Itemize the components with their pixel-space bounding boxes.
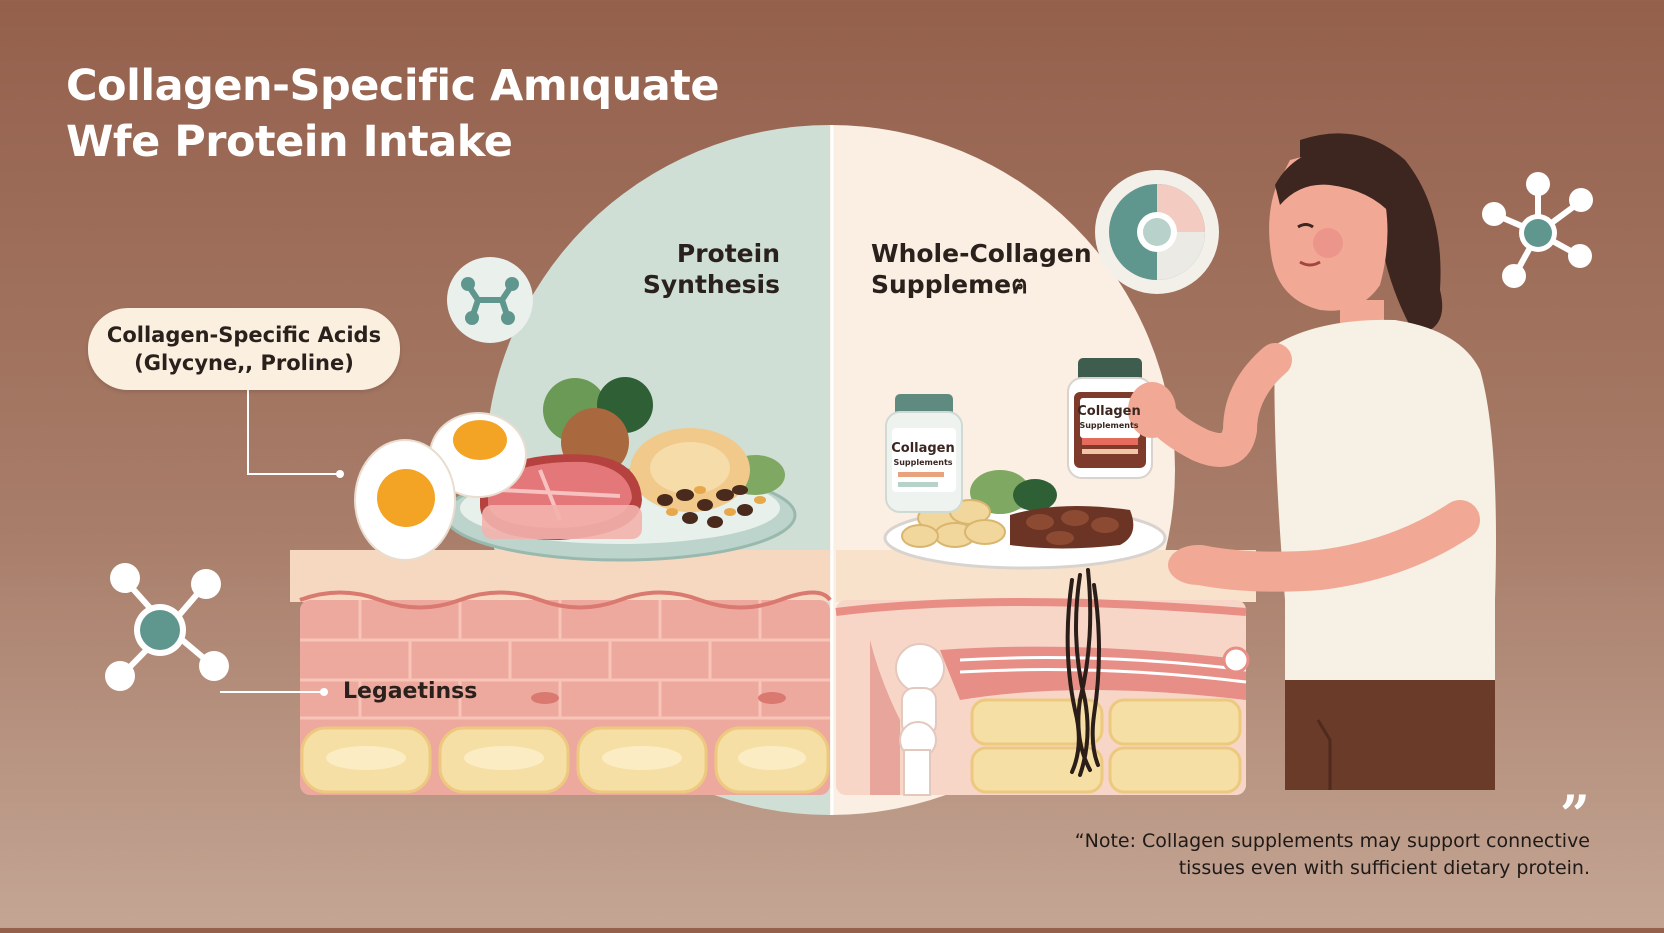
molecule-icon — [1482, 172, 1593, 288]
callout-line-2: (Glycyne,, Proline) — [134, 351, 354, 375]
skin-layer-label: Legaetinss — [343, 679, 478, 704]
whole-collagen-line-2: Supplemeฅ — [871, 270, 1028, 299]
whole-collagen-line-1: Whole-Collagen — [871, 239, 1092, 268]
title-line-1: Collagen-Specific Amıquate — [66, 61, 720, 111]
supplement-jar-small — [885, 394, 963, 513]
jar-large-label-line2: Supplements — [1079, 421, 1138, 430]
molecule-icon — [105, 563, 229, 691]
skin-label-connector — [220, 688, 328, 696]
quote-mark-icon: ” — [1560, 785, 1590, 846]
protein-synthesis-line-2: Synthesis — [642, 270, 780, 299]
molecule-icon — [447, 257, 533, 343]
supplement-food-plate — [883, 470, 1167, 570]
skin-layers-right — [835, 550, 1256, 796]
protein-food-plate — [443, 377, 797, 562]
callout-connector — [247, 390, 344, 478]
page-title: Collagen-Specific Amıquate Wfe Protein I… — [66, 58, 720, 170]
whole-collagen-header: Whole-Collagen Supplemeฅ — [871, 238, 1111, 300]
footnote: “Note: Collagen supplements may support … — [1010, 828, 1590, 882]
pie-chart-icon — [1095, 170, 1219, 294]
egg-halves — [354, 412, 527, 561]
skin-layers-left — [290, 550, 832, 795]
jar-small-label-line2: Supplements — [893, 458, 952, 467]
jar-small-label-line1: Collagen — [891, 441, 955, 456]
woman-illustration — [1128, 133, 1496, 790]
protein-synthesis-line-1: Protein — [676, 239, 780, 268]
callout-line-1: Collagen-Specific Acids — [106, 323, 382, 347]
supplement-jar-large — [1067, 358, 1153, 479]
footnote-line-2: tissues even with sufficient dietary pro… — [1178, 857, 1590, 879]
title-line-2: Wfe Protein Intake — [66, 117, 513, 167]
protein-synthesis-header: Protein Synthesis — [600, 238, 780, 300]
amino-acids-callout: Collagen-Specific Acids (Glycyne,, Proli… — [88, 308, 400, 390]
jar-large-label-line1: Collagen — [1077, 404, 1141, 419]
footnote-line-1: “Note: Collagen supplements may support … — [1074, 830, 1590, 852]
